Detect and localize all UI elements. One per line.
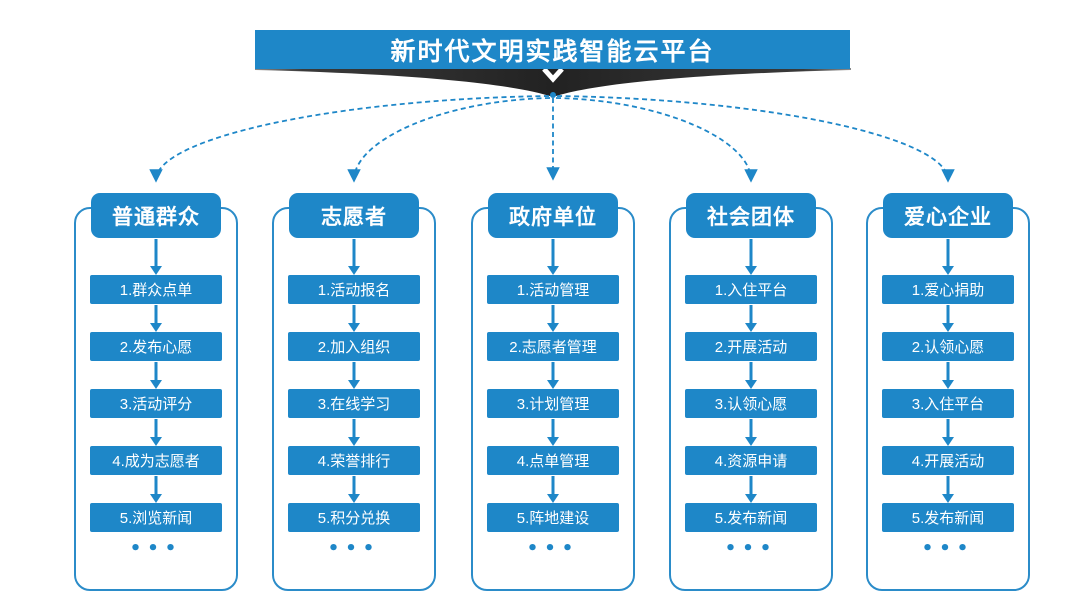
role-column: 社会团体 1.入住平台 2.开展活动 3.认领心愿 4.资源申请 5.发布新闻 ••• xyxy=(669,193,833,591)
down-arrow-icon xyxy=(866,418,1030,446)
fan-arrow-5 xyxy=(556,95,955,183)
role-column: 志愿者 1.活动报名 2.加入组织 3.在线学习 4.荣誉排行 5.积分兑换 ••• xyxy=(272,193,436,591)
down-arrow-icon xyxy=(74,238,238,275)
hub-dot xyxy=(550,92,556,98)
down-arrow-icon xyxy=(272,238,436,275)
down-arrow-icon xyxy=(471,304,635,332)
step-item: 3.活动评分 xyxy=(90,389,222,418)
down-arrow-icon xyxy=(272,304,436,332)
down-arrow-icon xyxy=(866,238,1030,275)
down-arrow-icon xyxy=(272,418,436,446)
step-item: 1.入住平台 xyxy=(685,275,817,304)
down-arrow-icon xyxy=(471,475,635,503)
step-item: 5.发布新闻 xyxy=(882,503,1014,532)
more-indicator: ••• xyxy=(327,538,381,559)
step-item: 3.在线学习 xyxy=(288,389,420,418)
step-item: 5.积分兑换 xyxy=(288,503,420,532)
column-header: 志愿者 xyxy=(289,193,419,238)
down-arrow-icon xyxy=(669,361,833,389)
down-arrow-icon xyxy=(669,304,833,332)
step-item: 3.计划管理 xyxy=(487,389,619,418)
step-item: 4.荣誉排行 xyxy=(288,446,420,475)
column-header: 政府单位 xyxy=(488,193,618,238)
step-item: 3.认领心愿 xyxy=(685,389,817,418)
down-arrow-icon xyxy=(74,418,238,446)
role-column: 普通群众 1.群众点单 2.发布心愿 3.活动评分 4.成为志愿者 5.浏览新闻 ••• xyxy=(74,193,238,591)
down-arrow-icon xyxy=(669,418,833,446)
column-header: 爱心企业 xyxy=(883,193,1013,238)
down-arrow-icon xyxy=(272,475,436,503)
step-item: 2.加入组织 xyxy=(288,332,420,361)
step-item: 5.发布新闻 xyxy=(685,503,817,532)
more-indicator: ••• xyxy=(129,538,183,559)
down-arrow-icon xyxy=(669,475,833,503)
more-indicator: ••• xyxy=(921,538,975,559)
down-arrow-icon xyxy=(74,361,238,389)
fan-arrow-2 xyxy=(347,97,551,183)
step-item: 4.点单管理 xyxy=(487,446,619,475)
step-item: 2.志愿者管理 xyxy=(487,332,619,361)
column-header: 社会团体 xyxy=(686,193,816,238)
more-indicator: ••• xyxy=(724,538,778,559)
down-arrow-icon xyxy=(866,361,1030,389)
step-item: 1.活动报名 xyxy=(288,275,420,304)
down-arrow-icon xyxy=(471,361,635,389)
down-arrow-icon xyxy=(669,238,833,275)
down-arrow-icon xyxy=(866,475,1030,503)
step-item: 3.入住平台 xyxy=(882,389,1014,418)
down-arrow-icon xyxy=(471,418,635,446)
step-item: 1.活动管理 xyxy=(487,275,619,304)
down-arrow-icon xyxy=(866,304,1030,332)
down-arrow-icon xyxy=(471,238,635,275)
step-item: 4.开展活动 xyxy=(882,446,1014,475)
step-item: 2.开展活动 xyxy=(685,332,817,361)
step-item: 4.成为志愿者 xyxy=(90,446,222,475)
page-title: 新时代文明实践智能云平台 xyxy=(255,30,850,69)
fan-arrow-1 xyxy=(149,95,550,183)
role-column: 政府单位 1.活动管理 2.志愿者管理 3.计划管理 4.点单管理 5.阵地建设 ••• xyxy=(471,193,635,591)
more-indicator: ••• xyxy=(526,538,580,559)
chevron-down-icon xyxy=(542,67,564,83)
step-item: 4.资源申请 xyxy=(685,446,817,475)
step-item: 1.爱心捐助 xyxy=(882,275,1014,304)
down-arrow-icon xyxy=(272,361,436,389)
fan-arrow-4 xyxy=(555,97,758,183)
column-header: 普通群众 xyxy=(91,193,221,238)
down-arrow-icon xyxy=(74,304,238,332)
step-item: 1.群众点单 xyxy=(90,275,222,304)
role-column: 爱心企业 1.爱心捐助 2.认领心愿 3.入住平台 4.开展活动 5.发布新闻 ••• xyxy=(866,193,1030,591)
step-item: 2.认领心愿 xyxy=(882,332,1014,361)
step-item: 2.发布心愿 xyxy=(90,332,222,361)
step-item: 5.浏览新闻 xyxy=(90,503,222,532)
step-item: 5.阵地建设 xyxy=(487,503,619,532)
down-arrow-icon xyxy=(74,475,238,503)
